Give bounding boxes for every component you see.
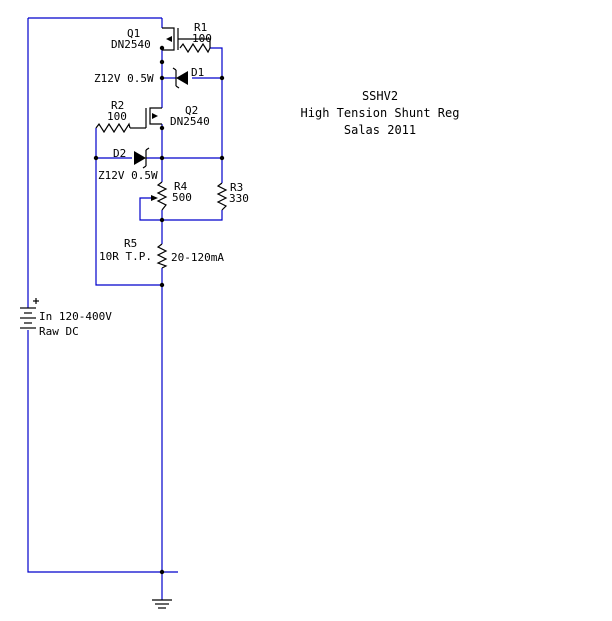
d2-ref-label: D2: [113, 147, 126, 160]
junction-nodes: [93, 45, 225, 575]
d2-zener-symbol: [134, 147, 150, 169]
d2-value-label: Z12V 0.5W: [98, 169, 158, 182]
r4-value-label: 500: [172, 191, 192, 204]
r4-ref-label: R4: [174, 180, 188, 193]
q1-value-label: DN2540: [111, 38, 151, 51]
r2-ref-label: R2: [111, 99, 124, 112]
r2-resistor-symbol: [95, 122, 131, 134]
q1-mosfet-symbol: [162, 27, 211, 51]
r5-value-label: 10R T.P.: [99, 250, 152, 263]
title-line1: SSHV2: [362, 89, 398, 103]
r3-ref-label: R3: [230, 181, 243, 194]
q2-mosfet-symbol: [130, 107, 162, 129]
d1-zener-symbol: [172, 67, 188, 89]
r4-potentiometer-symbol: [151, 181, 168, 211]
title-line2: High Tension Shunt Reg: [301, 106, 460, 120]
title-line3: Salas 2011: [344, 123, 416, 137]
d1-ref-label: D1: [191, 66, 204, 79]
q2-value-label: DN2540: [170, 115, 210, 128]
r1-resistor-symbol: [179, 42, 211, 54]
ground-symbol: [152, 599, 172, 609]
r3-resistor-symbol: [216, 182, 228, 211]
r3-value-label: 330: [229, 192, 249, 205]
battery-symbol: [20, 298, 39, 329]
source-voltage-label: In 120-400V: [39, 310, 112, 323]
r5-resistor-symbol: [156, 243, 168, 269]
q2-ref-label: Q2: [185, 104, 198, 117]
r5-ref-label: R5: [124, 237, 137, 250]
r2-value-label: 100: [107, 110, 127, 123]
r1-value-label: 100: [192, 32, 212, 45]
q1-ref-label: Q1: [127, 27, 140, 40]
source-type-label: Raw DC: [39, 325, 79, 338]
wires: [27, 17, 223, 600]
r1-ref-label: R1: [194, 21, 207, 34]
current-range-label: 20-120mA: [171, 251, 224, 264]
d1-value-label: Z12V 0.5W: [94, 72, 154, 85]
